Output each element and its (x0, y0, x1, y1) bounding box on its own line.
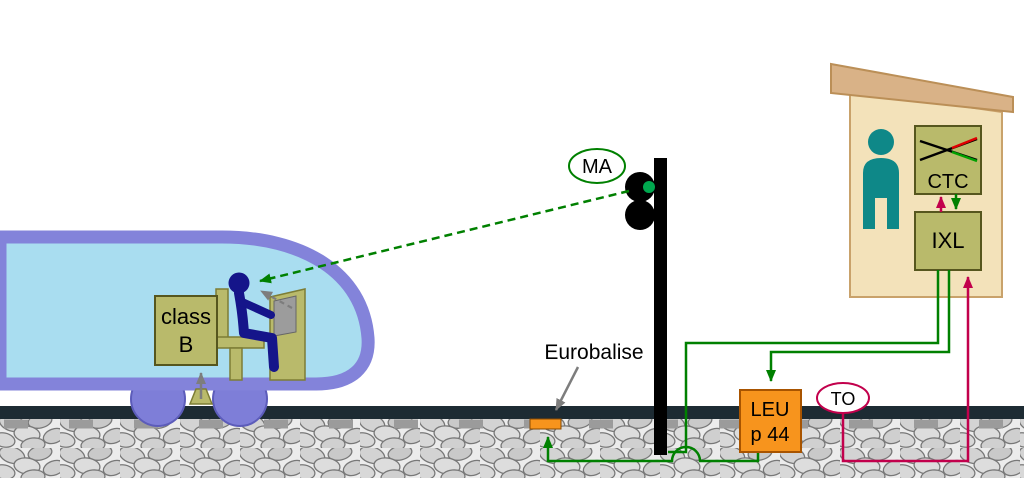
ma-arrow (259, 189, 630, 284)
dmi-arrow (260, 290, 293, 309)
leu-to-balise-line (543, 436, 760, 463)
leu-label-line1: LEU (751, 399, 790, 421)
class-b-rect (154, 295, 218, 366)
driver-arm (236, 297, 275, 319)
signal (625, 158, 667, 455)
ixl-to-leu-line (766, 270, 951, 382)
ctc-label: CTC (927, 171, 968, 193)
signal-lamp-bottom (625, 200, 655, 230)
ma-label: MA (582, 156, 613, 178)
to-ellipse (816, 382, 870, 414)
signal-lamp-top (625, 172, 655, 202)
signal-green-light (643, 181, 655, 193)
ctc-unit: CTC (914, 125, 982, 195)
operator-icon-head (868, 129, 894, 155)
driver-seat-post (229, 347, 243, 381)
turnout-route-red-icon (951, 136, 978, 150)
eurobalise (529, 418, 562, 430)
ixl-box (914, 211, 982, 271)
leu-unit: LEU p 44 (739, 389, 802, 453)
leu-box (739, 389, 802, 453)
ixl-unit: IXL (914, 211, 982, 271)
building-roof (830, 62, 1014, 114)
control-building: CTC IXL (830, 62, 1014, 298)
ctc-box (914, 125, 982, 195)
driver-station (213, 272, 306, 381)
driver-head (228, 272, 250, 294)
class-b-label-line2: B (179, 332, 194, 357)
movement-authority: MA (568, 148, 626, 184)
turnout-route-green-icon (951, 150, 978, 163)
ixl-to-signal-line (668, 270, 940, 454)
dmi-screen (273, 295, 297, 337)
signal-pole (654, 158, 667, 455)
track-occupancy: TO (816, 382, 870, 414)
class-b-box: class B (154, 295, 218, 366)
eurobalise-arrow (554, 366, 580, 411)
to-label: TO (831, 389, 856, 409)
operator-icon (863, 158, 899, 229)
ma-ellipse (568, 148, 626, 184)
ballast (0, 419, 1024, 478)
eurobalise-label: Eurobalise (544, 341, 643, 364)
ixl-label: IXL (931, 228, 964, 253)
leu-label-line2: p 44 (751, 424, 790, 446)
track-occupancy-line (841, 276, 973, 463)
class-b-label-line1: class (161, 304, 211, 329)
